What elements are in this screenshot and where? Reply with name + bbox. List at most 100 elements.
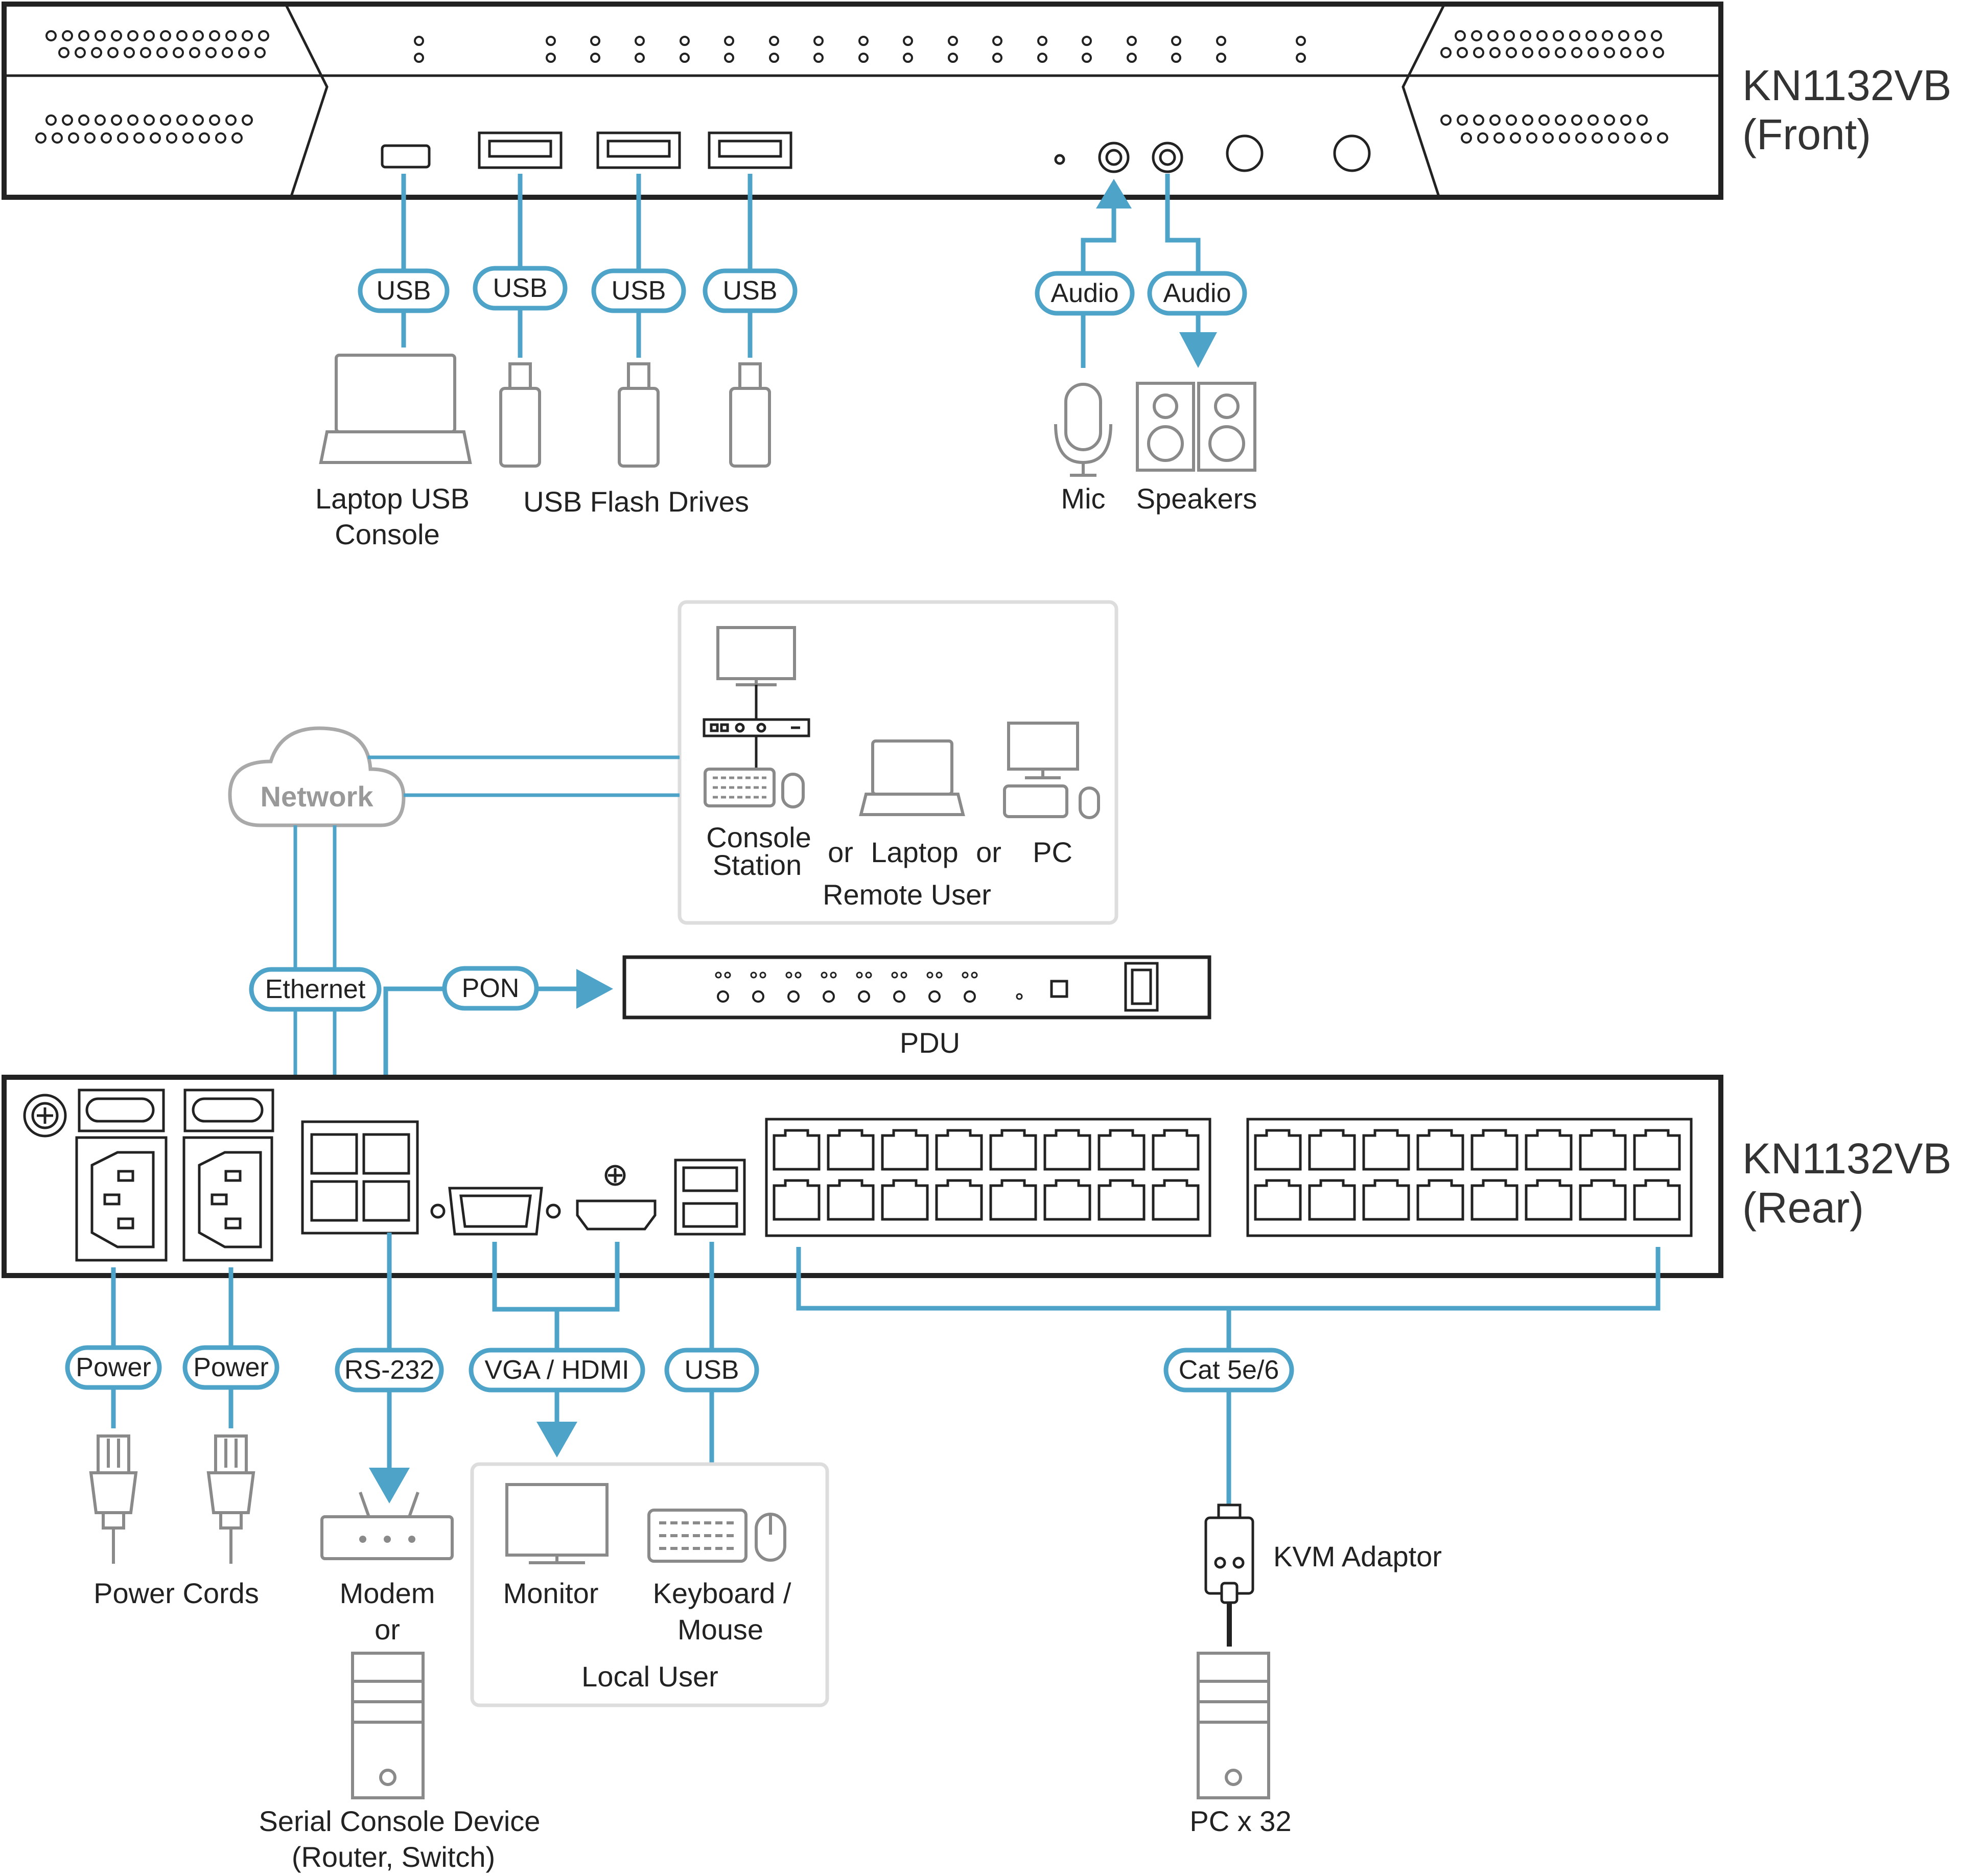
pdu-label: PDU xyxy=(900,1027,960,1059)
rj45-port xyxy=(1043,1179,1091,1221)
kvm-adaptor-icon xyxy=(1204,1503,1254,1647)
usb-label-pill xyxy=(473,266,568,311)
kvm-port-block xyxy=(1246,1118,1693,1237)
pdu-section: Ethernet PON PDU xyxy=(249,955,1211,1119)
or-text: or xyxy=(828,836,853,868)
rj45-port xyxy=(881,1129,929,1171)
kvm-ports xyxy=(773,1129,1681,1221)
laptop-console-label: Console xyxy=(335,518,439,550)
pdu-unit xyxy=(622,955,1211,1020)
micro-usb-port xyxy=(381,144,431,169)
network-cloud: Network xyxy=(228,726,406,827)
front-button xyxy=(1333,134,1371,172)
ground-screw-icon xyxy=(23,1094,67,1138)
front-cables: USB USB USB USB Audio Audio xyxy=(358,174,1247,368)
power-inlet xyxy=(182,1136,273,1262)
audio-out-arrow xyxy=(1179,332,1217,368)
audio-in-arrow xyxy=(1096,179,1132,209)
audio-in-label: Audio xyxy=(1051,279,1119,308)
vent-holes xyxy=(35,30,1668,144)
pon-arrow xyxy=(576,969,613,1009)
vga-hdmi-label-pill xyxy=(469,1348,645,1393)
usb-flash-drive-icon xyxy=(499,362,541,468)
rj45-port xyxy=(773,1179,821,1221)
local-user-caption: Local User xyxy=(581,1660,718,1693)
rj45-port xyxy=(827,1179,875,1221)
led-holes xyxy=(414,36,1306,63)
laptop-icon xyxy=(859,739,965,816)
rear-usb-label: USB xyxy=(685,1355,739,1385)
power-connector-label: Power xyxy=(193,1353,268,1382)
usb-flash-drive-icon xyxy=(618,362,660,468)
rj45-port xyxy=(1525,1179,1573,1221)
rj45-port xyxy=(1097,1179,1146,1221)
remote-user-section: Console Station or Laptop or PC Remote U… xyxy=(228,600,1118,1197)
usb-connector-label: USB xyxy=(377,276,431,306)
usb-flash-drive-icon xyxy=(729,362,771,468)
rj45-port xyxy=(1308,1129,1356,1171)
rj45-port xyxy=(989,1129,1037,1171)
mic-label: Mic xyxy=(1061,482,1105,515)
rj45-port xyxy=(1633,1179,1681,1221)
vga-hdmi-label: VGA / HDMI xyxy=(484,1355,629,1385)
power-connector-label: Power xyxy=(76,1353,151,1382)
rj45-port xyxy=(310,1133,358,1175)
front-right-ear-edge xyxy=(1402,4,1445,197)
vga-hdmi-arrow xyxy=(536,1422,577,1457)
rj45-port xyxy=(362,1133,410,1175)
console-station-label: Console xyxy=(706,821,811,853)
rj45-port xyxy=(1254,1179,1302,1221)
microphone-icon xyxy=(1054,383,1112,477)
rear-chassis xyxy=(2,1075,1723,1278)
rj45-port xyxy=(935,1179,983,1221)
serial-device-label: Serial Console Device xyxy=(259,1805,541,1837)
rj45-port xyxy=(935,1129,983,1171)
speakers-icon xyxy=(1136,382,1256,472)
rear-devices: Power Cords Modem or Serial Console Devi… xyxy=(89,1434,1442,1873)
modem-label: Modem xyxy=(340,1577,435,1609)
kvm-port-block xyxy=(765,1118,1211,1237)
remote-user-caption: Remote User xyxy=(823,878,991,911)
rj45-port xyxy=(1152,1179,1200,1221)
usb-label-pill xyxy=(591,268,686,313)
hdmi-port xyxy=(576,1165,657,1231)
rj45-port xyxy=(1362,1179,1410,1221)
tower-pc-icon xyxy=(1197,1652,1270,1799)
rj45-port xyxy=(1362,1129,1410,1171)
rj45-port xyxy=(310,1180,358,1222)
rj45-port xyxy=(827,1129,875,1171)
keyboard-mouse-label: Keyboard / xyxy=(653,1577,791,1609)
rj45-port xyxy=(1254,1129,1302,1171)
monitor-icon xyxy=(505,1483,609,1564)
rs232-label: RS-232 xyxy=(344,1355,434,1385)
cat-label: Cat 5e/6 xyxy=(1179,1355,1279,1385)
mic-jack xyxy=(1098,142,1130,173)
rj45-port xyxy=(1470,1129,1519,1171)
cat-label-pill xyxy=(1163,1348,1294,1393)
pdu-switch xyxy=(1124,962,1159,1012)
usb-label-pill xyxy=(703,268,798,313)
rear-usb-ports xyxy=(674,1159,746,1236)
usb-label-pill xyxy=(664,1348,759,1393)
pon-label: PON xyxy=(462,974,520,1003)
speaker-jack xyxy=(1152,142,1183,173)
rj45-port xyxy=(1579,1129,1627,1171)
power-switch xyxy=(78,1088,165,1132)
modem-icon xyxy=(320,1491,454,1560)
ethernet-ports xyxy=(301,1120,419,1235)
usb-label-pill xyxy=(358,268,450,313)
console-station-label: Station xyxy=(713,849,802,881)
power-label-pill xyxy=(182,1345,279,1390)
keyboard-mouse-label: Mouse xyxy=(678,1613,763,1646)
vga-port xyxy=(430,1187,561,1236)
power-cords-label: Power Cords xyxy=(94,1577,259,1609)
rj45-port xyxy=(1308,1179,1356,1221)
rj45-port xyxy=(1470,1179,1519,1221)
front-button xyxy=(1226,134,1264,172)
remote-pc-label: PC xyxy=(1033,836,1072,868)
kvm-unit-icon xyxy=(703,718,810,737)
front-panel: KN1132VB (Front) xyxy=(2,2,1951,200)
front-title: KN1132VB xyxy=(1742,61,1951,109)
pc-icon xyxy=(1003,722,1100,819)
monitor-icon xyxy=(716,626,796,686)
